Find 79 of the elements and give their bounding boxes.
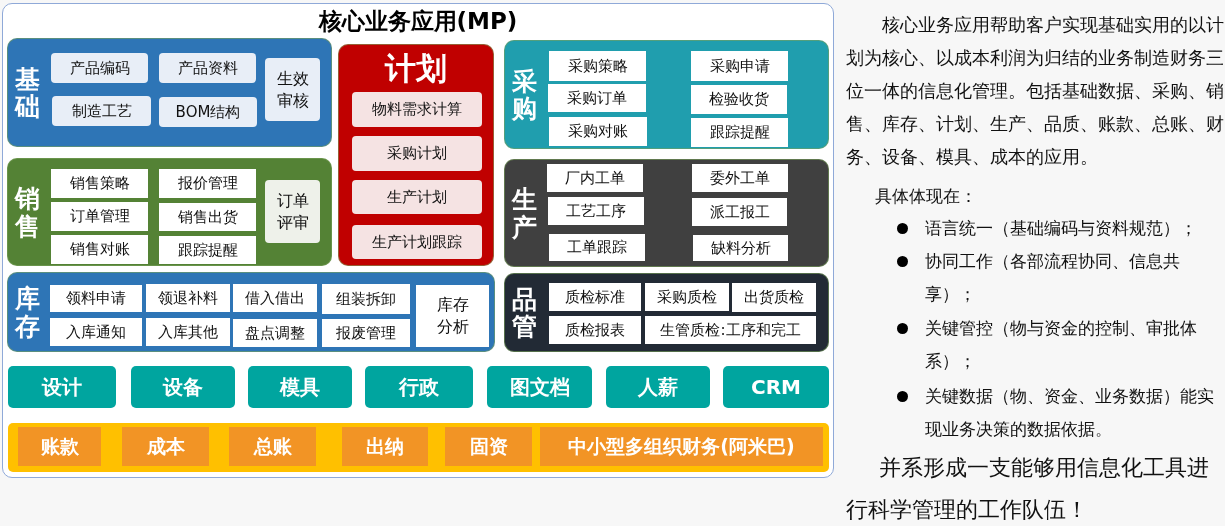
function-box: 委外工单: [692, 164, 788, 192]
module-group: [338, 44, 494, 266]
group-label: 库存: [15, 284, 40, 340]
function-box: 生管质检:工序和完工: [645, 316, 816, 344]
function-box: 检验收货: [691, 85, 787, 114]
function-box: 盘点调整: [233, 319, 317, 347]
function-box: 报废管理: [322, 319, 410, 347]
intro-paragraph: 核心业务应用帮助客户实现基础实用的以计划为核心、以成本利润为归结的业务制造财务三位一体的信息化管理。包括基础数据、采购、销售、库存、计划、生产、品质、账款、总账、财务、设备、模具、成本的应用。: [846, 13, 1224, 169]
finance-box: 中小型多组织财务(阿米巴): [540, 427, 823, 466]
function-box: 出货质检: [732, 283, 816, 312]
function-box: 采购计划: [352, 136, 482, 171]
group-label: 计划: [383, 51, 448, 86]
group-label: 品管: [512, 285, 537, 340]
function-box: 销售策略: [51, 169, 148, 198]
module-button: 模具: [248, 366, 352, 408]
function-box: 质检报表: [549, 316, 641, 344]
module-group: [504, 40, 829, 149]
module-group: [7, 272, 495, 352]
finance-band: [8, 423, 829, 472]
finance-box: 总账: [229, 427, 316, 466]
function-box: 入库通知: [50, 318, 142, 346]
finance-box: 出纳: [342, 427, 428, 466]
group-label: 销售: [15, 184, 40, 240]
function-box: 组装拆卸: [322, 284, 410, 314]
function-box: 采购订单: [548, 84, 646, 112]
function-box: 生效审核: [265, 58, 320, 121]
function-box: 销售对账: [51, 235, 148, 264]
panel-heading: 核心业务应用(MP): [317, 7, 519, 36]
module-group: [7, 38, 332, 147]
function-box: 订单评审: [265, 180, 320, 243]
closing-text: 并系形成一支能够用信息化工具进行科学管理的工作队伍！: [846, 454, 1210, 524]
function-box: 销售出货: [159, 203, 256, 231]
function-box: 生产计划: [352, 180, 482, 214]
function-box: 跟踪提醒: [159, 236, 256, 264]
function-box: 工单跟踪: [549, 234, 645, 261]
function-box: 工艺工序: [548, 197, 644, 225]
function-box: 采购对账: [549, 117, 647, 146]
function-box: 订单管理: [51, 202, 148, 231]
function-box: 库存分析: [416, 285, 489, 347]
function-box: 派工报工: [692, 198, 787, 226]
module-group: [504, 273, 829, 352]
function-box: BOM结构: [159, 97, 257, 127]
function-box: 物料需求计算: [352, 92, 482, 127]
function-box: 采购申请: [691, 51, 788, 81]
function-box: 质检标准: [549, 283, 641, 311]
function-box: 厂内工单: [547, 164, 643, 192]
function-box: 借入借出: [233, 284, 317, 312]
subheading-text: 具体体现在：: [875, 185, 978, 208]
function-box: 领料申请: [50, 285, 142, 312]
module-group: [7, 158, 332, 266]
bullet-text: 协同工作（各部流程协同、信息共享）；: [925, 250, 1181, 306]
function-box: 产品编码: [51, 53, 148, 83]
function-box: 采购质检: [645, 283, 729, 311]
module-button: 人薪: [606, 366, 710, 408]
module-button: 设备: [131, 366, 235, 408]
finance-box: 固资: [445, 427, 532, 466]
function-box: 采购策略: [549, 51, 646, 81]
finance-box: 账款: [18, 427, 101, 466]
group-label: 生产: [512, 185, 537, 241]
function-box: 入库其他: [146, 318, 230, 346]
module-button: 行政: [365, 366, 473, 408]
function-box: 生产计划跟踪: [352, 225, 482, 259]
module-button: 设计: [8, 366, 116, 408]
module-button: 图文档: [487, 366, 592, 408]
function-box: 领退补料: [146, 284, 230, 312]
bullet-text: 关键数据（物、资金、业务数据）能实现业务决策的数据依据。: [925, 385, 1215, 441]
function-box: 跟踪提醒: [691, 118, 788, 147]
module-group: [504, 159, 829, 267]
function-box: 制造工艺: [52, 96, 151, 126]
bullet-text: 关键管控（物与资金的控制、审批体系）；: [925, 317, 1198, 373]
group-label: 基础: [15, 65, 40, 120]
module-button: CRM: [723, 366, 829, 408]
function-box: 报价管理: [159, 169, 256, 198]
bullet-text: 语言统一（基础编码与资料规范）；: [925, 217, 1198, 240]
finance-box: 成本: [122, 427, 209, 466]
module-panel: [2, 3, 834, 478]
function-box: 产品资料: [159, 53, 256, 83]
group-label: 采购: [512, 67, 537, 122]
function-box: 缺料分析: [693, 235, 788, 261]
